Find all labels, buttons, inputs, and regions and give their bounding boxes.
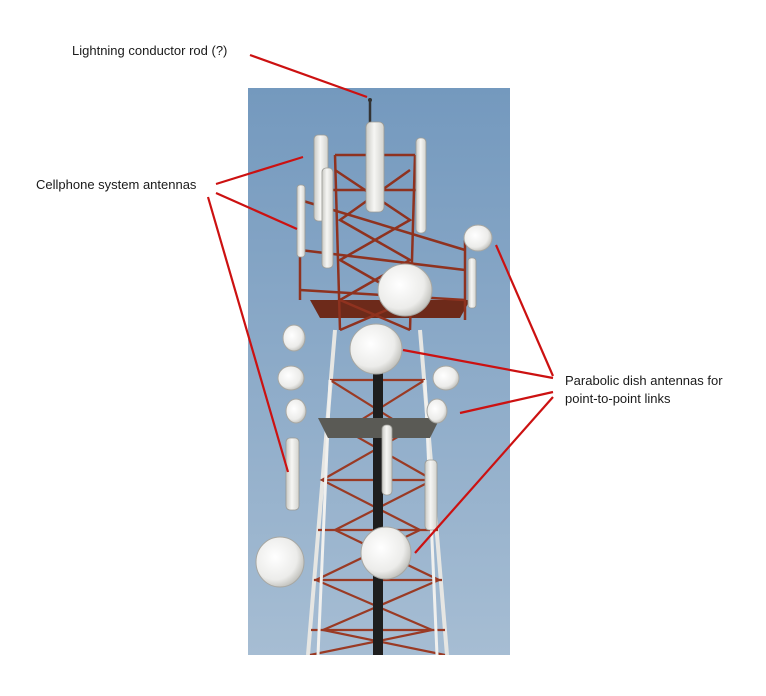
label-parabolic-line1: Parabolic dish antennas for xyxy=(565,373,723,388)
label-parabolic-line2: point-to-point links xyxy=(565,391,671,406)
label-cellphone-antennas: Cellphone system antennas xyxy=(36,177,197,192)
cellphone-panel-antennas xyxy=(285,121,477,531)
label-parabolic-dishes: Parabolic dish antennas for point-to-poi… xyxy=(565,372,723,408)
cable-ladder xyxy=(373,330,383,655)
label-lightning-rod: Lightning conductor rod (?) xyxy=(72,43,228,58)
mid-platform xyxy=(318,418,440,438)
